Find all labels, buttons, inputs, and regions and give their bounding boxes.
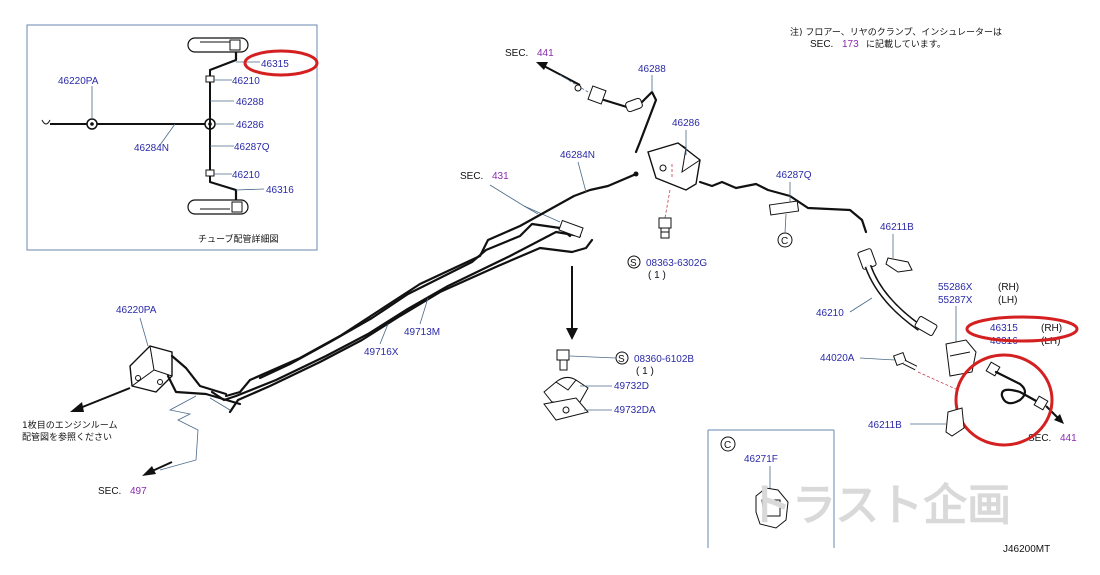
tube-49716x: [210, 230, 582, 402]
tube-connector: [558, 219, 584, 239]
arrow-to-engine-room: [70, 387, 131, 412]
arrow-to-sec-441-right: [1045, 405, 1064, 424]
highlight-ellipse-46315: [965, 315, 1079, 343]
fitting-46288-bracket: [574, 84, 658, 154]
label-46220pa: 46220PA: [116, 305, 157, 316]
label-49732d: 49732D: [614, 381, 649, 392]
clip-46271f: [755, 487, 789, 529]
label-55286x: 55286X: [938, 282, 973, 293]
qty-08360: ( 1 ): [636, 366, 654, 377]
label-46288: 46288: [638, 64, 666, 75]
label-55286x-rh: (RH): [998, 282, 1019, 293]
c-mark-1-text: C: [781, 236, 788, 247]
inset-label-46286: 46286: [236, 120, 264, 131]
inset-label-46210-top: 46210: [232, 76, 260, 87]
label-46211b-bottom: 46211B: [868, 420, 902, 431]
arrow-to-sec-441-top: [536, 62, 581, 86]
note-sec-173: 173: [842, 39, 859, 50]
label-46211b-top: 46211B: [880, 222, 914, 233]
tube-46284n: [224, 172, 638, 398]
s-mark-1-text: S: [630, 258, 637, 269]
label-55287x: 55287X: [938, 295, 973, 306]
label-55287x-lh: (LH): [998, 295, 1017, 306]
inset-frame: [26, 24, 318, 251]
label-46284n: 46284N: [560, 150, 595, 161]
sec-431: 431: [492, 171, 509, 182]
note-line-1: 注) フロアー、リヤのクランプ、インシュレーターは: [790, 26, 1002, 38]
sec-label-right: SEC.: [1028, 433, 1051, 444]
note-line-2: に記載しています。: [866, 38, 946, 50]
label-46287q: 46287Q: [776, 170, 812, 181]
label-08360-6102b: 08360-6102B: [634, 354, 694, 365]
label-08363-6302g: 08363-6302G: [646, 258, 707, 269]
inset-caption: チューブ配管詳細図: [198, 233, 278, 245]
label-49713m: 49713M: [404, 327, 440, 338]
sec-label-497: SEC.: [98, 486, 121, 497]
tube-46287q: [698, 180, 868, 234]
valve-46220pa: [129, 345, 173, 393]
inset-label-46284n: 46284N: [134, 143, 169, 154]
note-sec-label: SEC.: [810, 39, 833, 50]
tube-49713m: [228, 238, 594, 414]
c-mark-2-text: C: [724, 440, 731, 451]
tube-46315: [985, 361, 1049, 411]
clip-46211b-bottom: [945, 407, 965, 437]
sec-441-top: 441: [537, 48, 554, 59]
watermark: トラスト企画: [748, 480, 1011, 531]
inset-label-46316: 46316: [266, 185, 294, 196]
sec-label-431: SEC.: [460, 171, 483, 182]
tube-detail-inset: 46220PA 46315 46210 46288 46286 46284N 4…: [26, 24, 319, 251]
diagram-code: J46200MT: [1003, 544, 1050, 555]
arrow-down-to-clamp: [566, 266, 578, 340]
arrow-to-sec-497: [142, 461, 173, 476]
label-46271f: 46271F: [744, 454, 778, 465]
sec-441-right: 441: [1060, 433, 1077, 444]
inset-label-46287q: 46287Q: [234, 142, 270, 153]
bolt-08360: [556, 349, 570, 371]
junction-block-46286: [647, 142, 701, 191]
sec-label-top: SEC.: [505, 48, 528, 59]
s-mark-2-text: S: [618, 354, 625, 365]
clip-46211b-top: [885, 257, 913, 273]
inset-label-46315: 46315: [261, 59, 289, 70]
hose-46210: [857, 248, 938, 336]
inset-label-46288: 46288: [236, 97, 264, 108]
label-49732da: 49732DA: [614, 405, 656, 416]
bracket-55286x: [945, 339, 977, 377]
bolt-08363: [658, 217, 672, 239]
label-46316-lh: (LH): [1041, 336, 1060, 347]
bolt-44020a: [892, 351, 918, 371]
engine-note-2: 配管図を参照ください: [22, 431, 112, 443]
label-46210: 46210: [816, 308, 844, 319]
qty-08363: ( 1 ): [648, 270, 666, 281]
label-46286: 46286: [672, 118, 700, 129]
label-46315-rh: (RH): [1041, 323, 1062, 334]
label-44020a: 44020A: [820, 353, 855, 364]
highlight-ellipse-46315-part: [954, 353, 1054, 447]
inset-label-46220pa: 46220PA: [58, 76, 99, 87]
clamp-49732d: [543, 376, 589, 403]
label-46315: 46315: [990, 323, 1018, 334]
engine-note-1: 1枚目のエンジンルーム: [22, 419, 117, 431]
clip-46287q: [768, 200, 800, 216]
s-mark-1: [627, 255, 641, 269]
detail-c-box: C 46271F: [707, 429, 835, 548]
clamp-49732da: [543, 397, 589, 421]
label-49716x: 49716X: [364, 347, 399, 358]
sec-497: 497: [130, 486, 147, 497]
c-mark-2: [720, 436, 736, 452]
inset-label-46210-bottom: 46210: [232, 170, 260, 181]
highlight-ellipse-inset: [243, 49, 319, 77]
